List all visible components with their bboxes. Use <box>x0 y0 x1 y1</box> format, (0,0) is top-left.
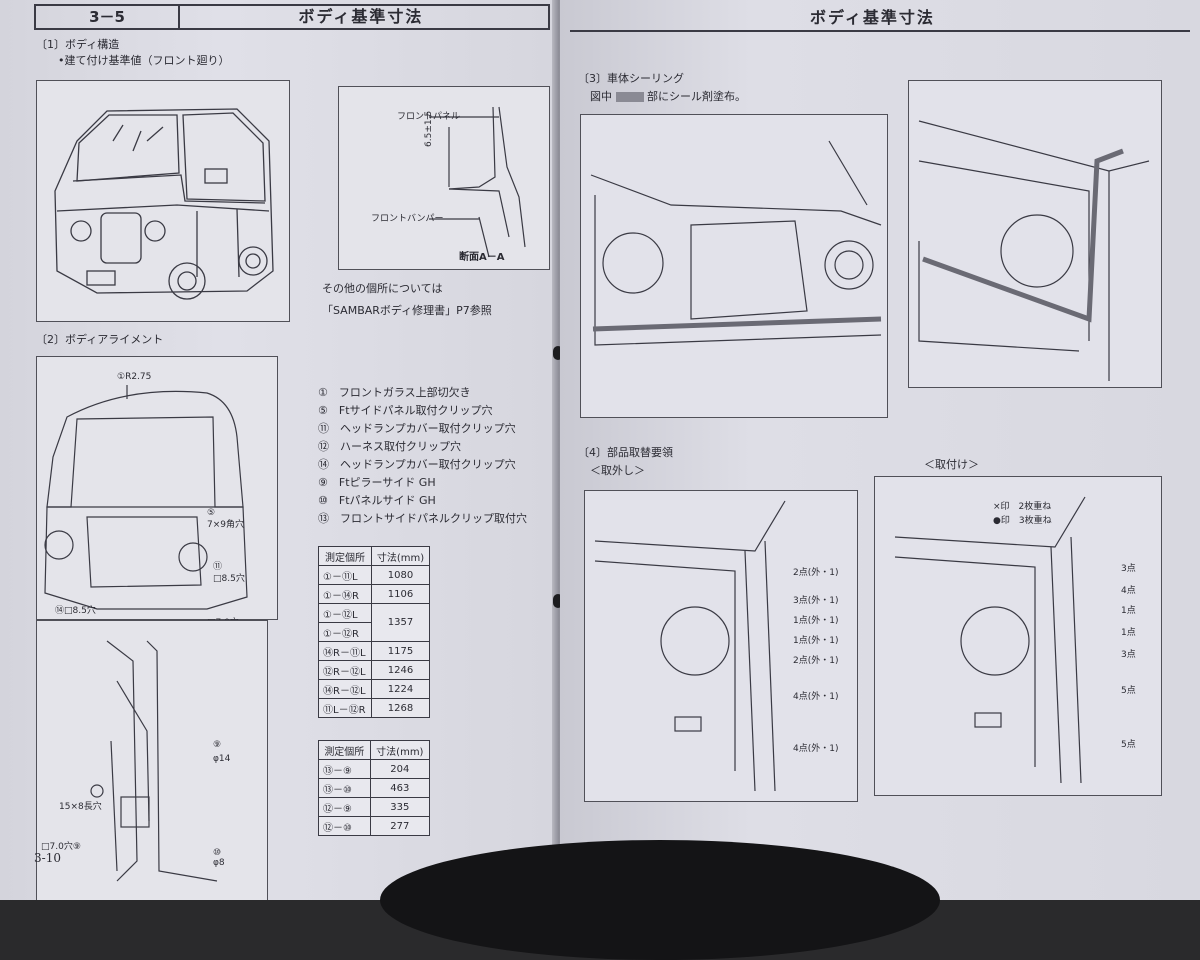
subsection-4-heading: 〔4〕部品取替要領 <box>578 446 673 459</box>
removal-diagram: 2点(外・1) 3点(外・1) 1点(外・1) 1点(外・1) 2点(外・1) … <box>584 490 858 802</box>
sealing-note: 図中 部にシール剤塗布。 <box>590 90 746 103</box>
removal-label: ＜取外し＞ <box>590 464 645 477</box>
label-n71: ⑪ <box>213 562 223 572</box>
body-alignment-front-view: ①R2.75 ⑤ 7×9角穴 ⑪ □8.5穴 ⑭□8.5穴 □7.0穴 <box>36 356 278 628</box>
table-header: 測定個所 <box>317 546 373 566</box>
subsection-2-heading: 〔2〕ボディアライメント <box>36 333 164 346</box>
install-callout: 3点 <box>1121 564 1136 574</box>
sealant-swatch <box>615 92 644 102</box>
right-page: ボディ基準寸法 〔3〕車体シーリング 図中 部にシール剤塗布。 <box>560 0 1200 900</box>
legend-item: ⑪ ヘッドランプカバー取付クリップ穴 <box>318 422 516 435</box>
sealing-front-drawing <box>590 140 882 346</box>
legend-item: ⑨ Ftピラーサイド GH <box>318 476 436 489</box>
section-caption: 断面A－A <box>459 252 505 263</box>
removal-callout: 3点(外・1) <box>793 596 839 606</box>
section-a-a-detail: フロントパネル 6.5±1.5 フロントバンパー 断面A－A <box>338 86 550 270</box>
install-callout: 5点 <box>1121 740 1136 750</box>
sealing-front-view <box>580 114 888 418</box>
removal-callout: 4点(外・1) <box>793 744 839 754</box>
subsection-3-heading: 〔3〕車体シーリング <box>578 72 684 85</box>
section-drawing <box>429 106 526 258</box>
removal-callout: 2点(外・1) <box>793 656 839 666</box>
legend-three-layer: ●印 3枚重ね <box>993 516 1052 526</box>
dimension-label: 6.5±1.5 <box>424 110 434 147</box>
label-phi14: φ14 <box>213 754 231 764</box>
sealing-side-view <box>908 80 1162 388</box>
table-header: 測定個所 <box>318 740 371 760</box>
label-n10: ⑩ <box>213 848 222 858</box>
legend-two-layer: ×印 2枚重ね <box>993 502 1052 512</box>
legend-item: ① フロントガラス上部切欠き <box>318 386 471 399</box>
label-hole85a: □8.5穴 <box>213 574 245 584</box>
install-label: ＜取付け＞ <box>924 458 979 471</box>
front-panel-label: フロントパネル <box>397 112 461 122</box>
front-bumper-label: フロントバンパー <box>371 214 444 224</box>
label-long-hole: 15×8長穴 <box>59 802 102 812</box>
label-hole70b: □7.0穴⑨ <box>41 842 81 852</box>
removal-callout: 1点(外・1) <box>793 636 839 646</box>
removal-callout: 1点(外・1) <box>793 616 839 626</box>
right-page-header: ボディ基準寸法 <box>570 6 1190 32</box>
removal-callout: 4点(外・1) <box>793 692 839 702</box>
label-phi8: φ8 <box>213 858 225 868</box>
reference-note-line2: 「SAMBARボディ修理書」P7参照 <box>322 304 492 317</box>
table-header: 寸法(mm) <box>369 740 431 760</box>
reference-note-line1: その他の個所については <box>322 282 443 295</box>
binding-hole <box>553 346 563 360</box>
legend-item: ⑬ フロントサイドパネルクリップ取付穴 <box>318 512 527 525</box>
install-drawing <box>894 496 1086 784</box>
pillar-detail-view: ⑨ φ14 15×8長穴 □7.0穴⑨ ⑩ φ8 <box>36 620 268 900</box>
removal-drawing <box>594 500 786 792</box>
page-number: 3-10 <box>34 851 61 865</box>
pillar-drawing <box>90 640 218 882</box>
sealing-side-drawing <box>918 120 1150 381</box>
van-drawing <box>54 108 274 300</box>
page-title: ボディ基準寸法 <box>298 7 424 26</box>
install-callout: 1点 <box>1121 628 1136 638</box>
label-square-hole: 7×9角穴 <box>207 520 244 530</box>
label-hole85b: ⑭□8.5穴 <box>55 606 96 616</box>
measurement-point-legend: ① フロントガラス上部切欠き ⑤ Ftサイドパネル取付クリップ穴 ⑪ ヘッドラン… <box>318 386 527 530</box>
label-n9: ⑨ <box>213 740 222 750</box>
install-callout: 3点 <box>1121 650 1136 660</box>
left-page: 3－5 ボディ基準寸法 〔1〕ボディ構造 •建て付け基準値（フロント廻り） <box>0 0 556 900</box>
front-body-drawing <box>44 385 248 610</box>
legend-item: ⑭ ヘッドランプカバー取付クリップ穴 <box>318 458 516 471</box>
legend-item: ⑫ ハーネス取付クリップ穴 <box>318 440 461 453</box>
foreground-shadow <box>380 840 940 960</box>
section-number: 3－5 <box>36 6 180 28</box>
removal-callout: 2点(外・1) <box>793 568 839 578</box>
label-r275: ①R2.75 <box>117 372 152 382</box>
subsection-1-bullet: •建て付け基準値（フロント廻り） <box>58 54 230 67</box>
subsection-1-heading: 〔1〕ボディ構造 <box>36 38 120 51</box>
label-n5: ⑤ <box>207 508 216 518</box>
binding-hole <box>553 594 563 608</box>
right-page-title: ボディ基準寸法 <box>810 8 935 27</box>
install-callout: 5点 <box>1121 686 1136 696</box>
install-callout: 4点 <box>1121 586 1136 596</box>
left-page-header: 3－5 ボディ基準寸法 <box>34 4 550 30</box>
legend-item: ⑤ Ftサイドパネル取付クリップ穴 <box>318 404 493 417</box>
install-diagram: ×印 2枚重ね ●印 3枚重ね 3点 4点 1点 1点 3点 5点 5点 <box>874 476 1162 796</box>
install-callout: 1点 <box>1121 606 1136 616</box>
van-front-illustration <box>36 80 290 322</box>
table-header: 寸法(mm) <box>371 546 430 566</box>
legend-item: ⑩ Ftパネルサイド GH <box>318 494 436 507</box>
